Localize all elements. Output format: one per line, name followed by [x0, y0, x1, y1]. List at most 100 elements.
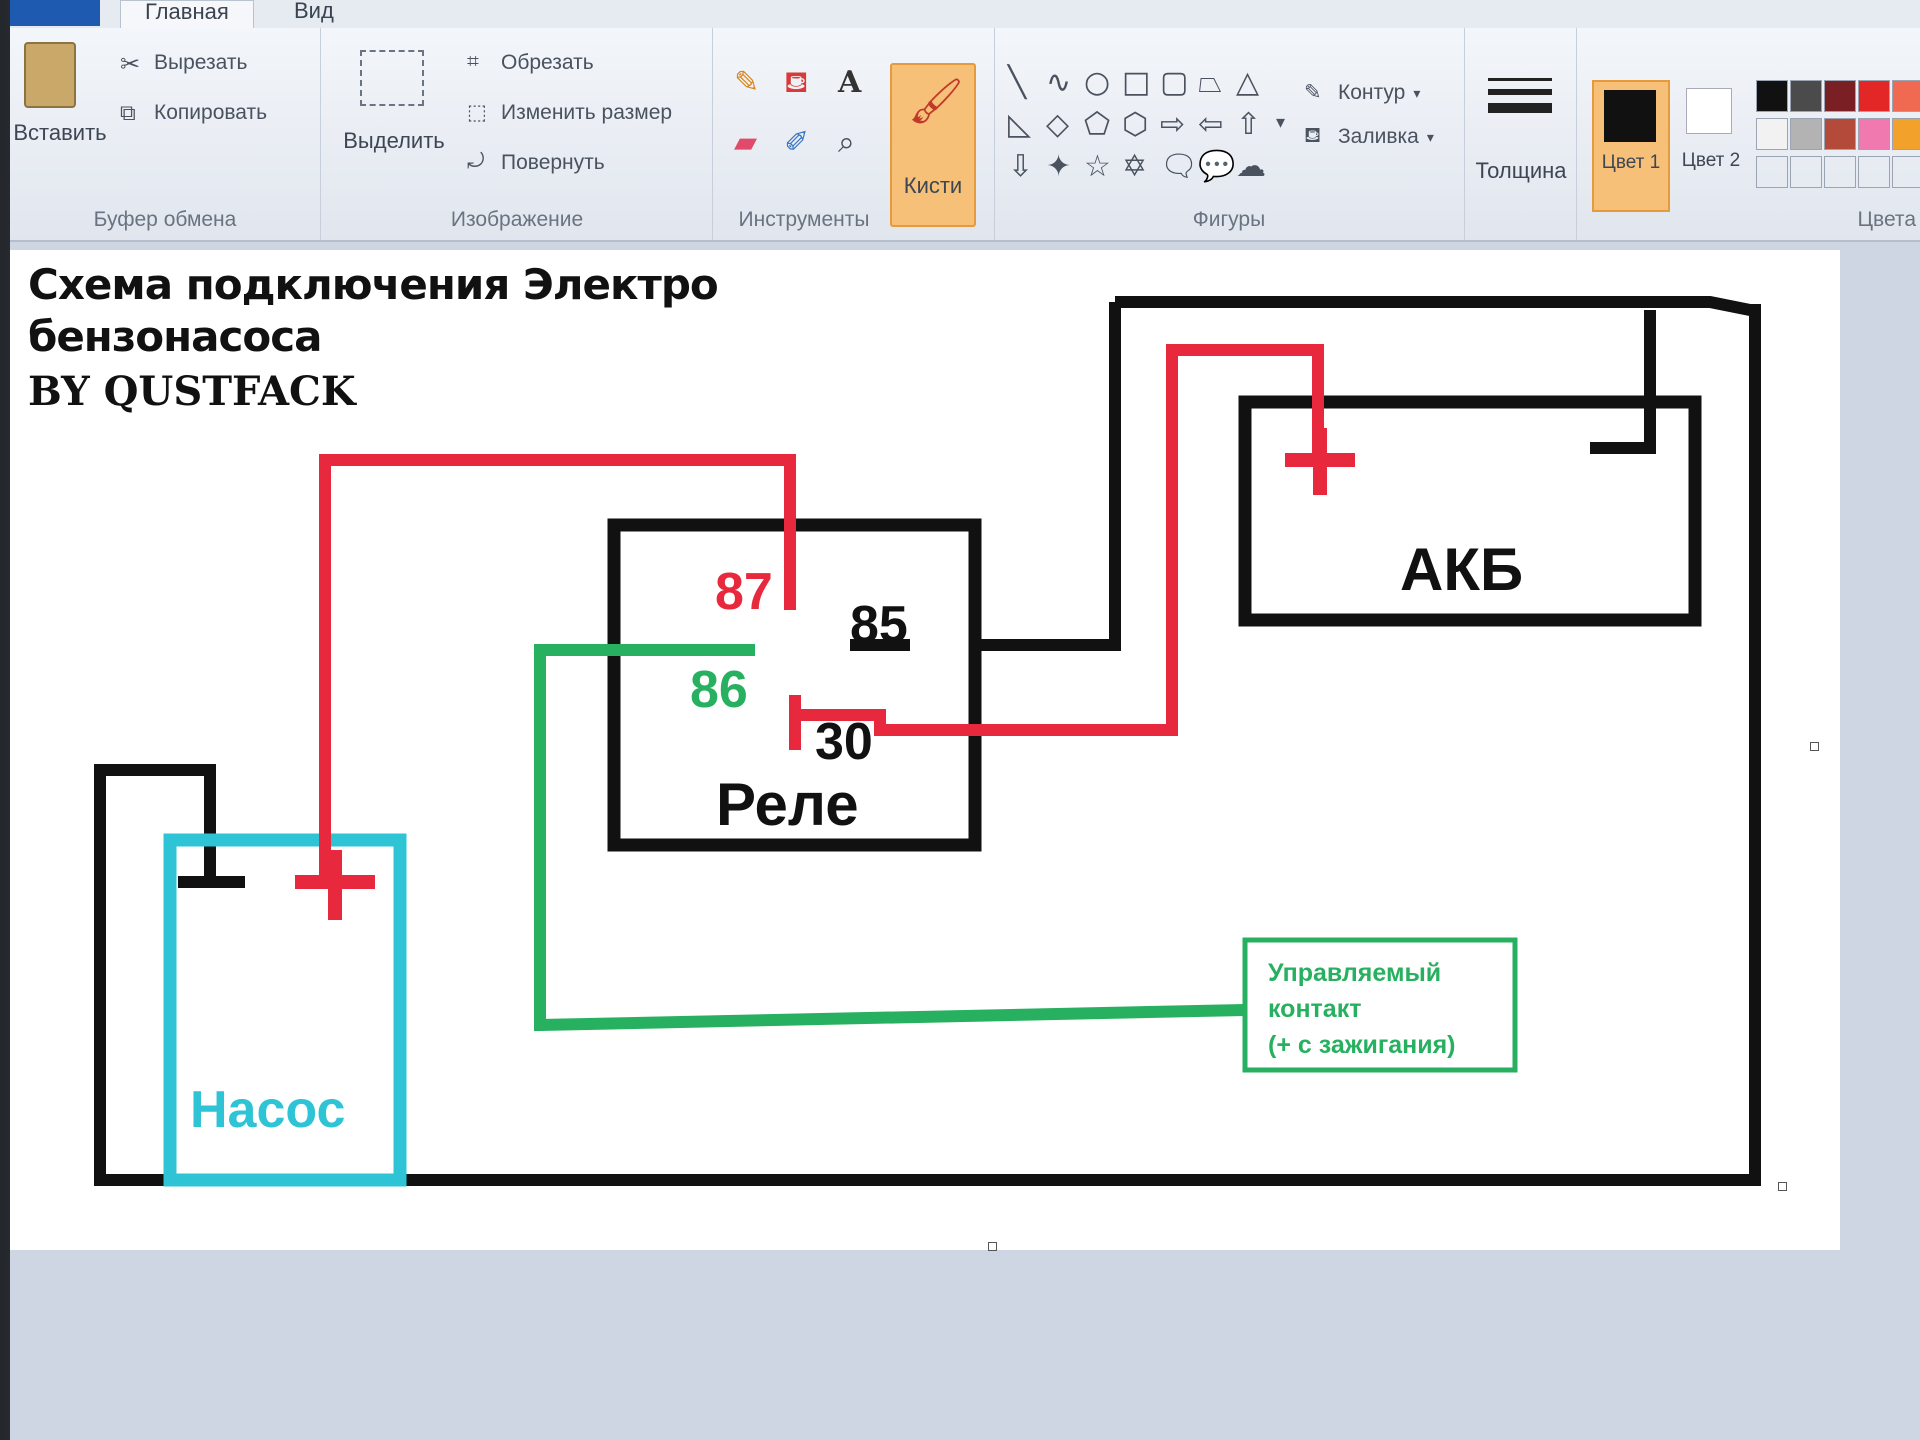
palette-swatch[interactable] [1858, 156, 1890, 188]
fill-label: Заливка [1338, 125, 1419, 148]
four-point-star-icon[interactable]: ✦ [1046, 149, 1072, 184]
positive-wire-pump [319, 454, 796, 882]
down-arrow-shape-icon[interactable]: ⇩ [1008, 149, 1034, 184]
color2-button[interactable]: Цвет 2 [1674, 80, 1748, 208]
pump-box [163, 833, 407, 1187]
cut-button[interactable]: ✂ Вырезать [120, 50, 247, 78]
copy-button[interactable]: ⧉ Копировать [120, 100, 267, 126]
up-arrow-shape-icon[interactable]: ⇧ [1236, 107, 1262, 142]
shapes-more-icon[interactable]: ▾ [1276, 112, 1286, 133]
pin-30-label: 30 [815, 713, 873, 771]
left-arrow-shape-icon[interactable]: ⇦ [1198, 107, 1224, 142]
palette-swatch[interactable] [1756, 156, 1788, 188]
resize-label: Изменить размер [501, 101, 673, 124]
polygon-shape-icon[interactable]: ⏢ [1198, 65, 1222, 100]
size-group: Толщина [1466, 28, 1577, 240]
relay-label: Реле [716, 771, 859, 838]
chevron-down-icon: ▾ [1426, 128, 1434, 145]
diagram-svg [94, 296, 1761, 1187]
line-shape-icon[interactable]: ╲ [1008, 65, 1027, 100]
color-picker-icon[interactable]: ✐ [784, 125, 810, 160]
callout-rect-icon[interactable]: 🗨 [1160, 149, 1199, 184]
resize-button[interactable]: ⬚ Изменить размер [467, 100, 672, 126]
rounded-rect-shape-icon[interactable]: ▢ [1160, 65, 1189, 100]
color1-button[interactable]: Цвет 1 [1592, 80, 1670, 212]
color2-label: Цвет 2 [1681, 150, 1741, 171]
switch-label: Управляемый контакт (+ с зажигания) [1268, 955, 1456, 1063]
palette-swatch[interactable] [1790, 118, 1822, 150]
palette-swatch[interactable] [1790, 80, 1822, 112]
color1-label: Цвет 1 [1601, 152, 1661, 173]
palette-swatch[interactable] [1892, 80, 1920, 112]
select-button[interactable]: Выделить [343, 128, 445, 153]
tools-group-title: Инструменты [738, 208, 870, 231]
diagram-author: BY QUSTFACK [28, 368, 356, 415]
switch-box [1242, 937, 1518, 1073]
colors-group-title: Цвета [1857, 208, 1917, 231]
tab-home[interactable]: Главная [120, 0, 254, 29]
pump-label: Насос [190, 1081, 346, 1139]
canvas-resize-handle-corner[interactable] [1778, 1182, 1787, 1191]
six-point-star-icon[interactable]: ✡ [1122, 149, 1148, 184]
right-arrow-shape-icon[interactable]: ⇨ [1160, 107, 1186, 142]
outline-button[interactable]: ✎ Контур ▾ [1304, 80, 1420, 106]
canvas-resize-handle-right[interactable] [1810, 742, 1819, 751]
copy-label: Копировать [154, 101, 268, 124]
clipboard-group: Вставить ✂ Вырезать ⧉ Копировать Буфер о… [10, 28, 321, 240]
fill-button[interactable]: ⛾ Заливка ▾ [1304, 124, 1434, 150]
ribbon-tabs: Главная Вид [10, 0, 1920, 29]
palette-swatch[interactable] [1858, 118, 1890, 150]
palette-swatch[interactable] [1824, 80, 1856, 112]
pencil-icon[interactable]: ✎ [734, 65, 760, 100]
line-width-icon[interactable] [1488, 78, 1552, 113]
callout-cloud-icon[interactable]: ☁ [1236, 149, 1266, 184]
triangle-shape-icon[interactable]: △ [1236, 65, 1260, 100]
crop-button[interactable]: ⌗ Обрезать [467, 50, 594, 76]
resize-icon: ⬚ [467, 101, 487, 124]
palette-swatch[interactable] [1824, 156, 1856, 188]
palette-swatch[interactable] [1756, 80, 1788, 112]
palette-swatch[interactable] [1858, 80, 1890, 112]
brushes-button[interactable]: 🖌 Кисти [890, 63, 976, 227]
magnifier-icon[interactable]: ⌕ [838, 125, 855, 160]
palette-swatch[interactable] [1790, 156, 1822, 188]
control-wire [534, 644, 1246, 1032]
size-button[interactable]: Толщина [1475, 158, 1567, 183]
palette-swatch[interactable] [1892, 156, 1920, 188]
callout-oval-icon[interactable]: 💬 [1198, 149, 1236, 184]
fill-bucket-icon[interactable]: ⛾ [784, 65, 809, 100]
rotate-button[interactable]: ⤾ Повернуть [467, 150, 605, 176]
rotate-label: Повернуть [501, 151, 605, 174]
brushes-label: Кисти [903, 173, 963, 198]
five-point-star-icon[interactable]: ☆ [1084, 149, 1111, 184]
paste-button[interactable]: Вставить [13, 120, 107, 145]
hexagon-shape-icon[interactable]: ⬡ [1122, 107, 1149, 142]
switch-label-line2: контакт [1268, 995, 1362, 1023]
diagram-title: Схема подключения Электро [28, 260, 719, 309]
right-triangle-shape-icon[interactable]: ◺ [1008, 107, 1032, 142]
fill-icon: ⛾ [1304, 124, 1322, 147]
switch-label-line1: Управляемый [1268, 959, 1442, 987]
drawing-canvas[interactable]: Схема подключения Электро бензонасоса BY… [10, 250, 1840, 1250]
tab-view[interactable]: Вид [294, 0, 334, 23]
copy-icon: ⧉ [120, 100, 136, 125]
text-tool-icon[interactable]: A [838, 65, 862, 100]
file-menu-button[interactable] [10, 0, 100, 26]
battery-plus-terminal [1285, 428, 1355, 495]
diamond-shape-icon[interactable]: ◇ [1046, 107, 1070, 142]
pentagon-shape-icon[interactable]: ⬠ [1084, 107, 1111, 142]
oval-shape-icon[interactable]: ○ [1084, 65, 1111, 100]
palette-swatch[interactable] [1892, 118, 1920, 150]
palette-swatch[interactable] [1824, 118, 1856, 150]
chevron-down-icon: ▾ [1413, 84, 1421, 101]
curve-shape-icon[interactable]: ∿ [1046, 65, 1072, 100]
battery-box [1238, 395, 1702, 627]
canvas-resize-handle-bottom[interactable] [988, 1242, 997, 1251]
battery-label: АКБ [1400, 536, 1524, 603]
palette-swatch[interactable] [1756, 118, 1788, 150]
paint-window: Главная Вид Вставить ✂ Вырезать ⧉ Копиро… [10, 0, 1920, 1440]
shapes-group: ╲ ∿ ○ □ ▢ ⏢ △ ◺ ◇ ⬠ ⬡ ⇨ ⇦ ⇧ ⇩ ✦ ☆ ✡ 🗨 💬 … [994, 28, 1465, 240]
rectangle-shape-icon[interactable]: □ [1122, 65, 1151, 100]
shapes-group-title: Фигуры [1192, 208, 1266, 231]
eraser-icon[interactable]: ▰ [734, 125, 758, 160]
